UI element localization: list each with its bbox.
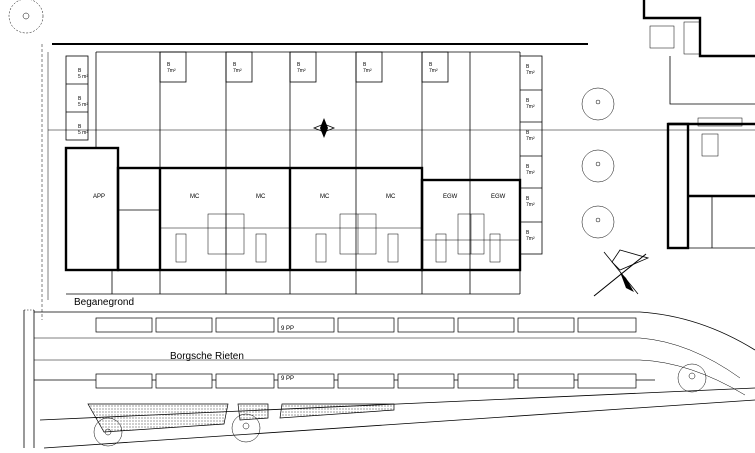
storage-left [65, 55, 89, 141]
storage-right [519, 55, 543, 255]
storage-label: B [233, 62, 237, 68]
storage-label: B [526, 98, 530, 104]
adjacent-building [642, 0, 755, 250]
storage-top [159, 51, 449, 83]
storage-label: B [526, 196, 530, 202]
tree-icon [581, 149, 615, 183]
storage-area: 7m² [526, 236, 535, 242]
parking-count-label: 9 PP [281, 376, 294, 382]
tree-icon [677, 363, 707, 393]
storage-right-labels: B 7m² B 7m² B 7m² B 7m² B 7m² B 7m² [526, 64, 535, 242]
unit-label: EGW [491, 194, 506, 200]
planting-beds [87, 403, 395, 433]
parking-row-top [95, 317, 637, 333]
garden-partitions [66, 51, 521, 295]
unit-label: MC [386, 194, 396, 200]
tree-icon [93, 417, 123, 447]
storage-label: B [78, 68, 82, 74]
parking-row-bottom [95, 373, 637, 389]
street-name: Borgsche Rieten [170, 351, 244, 362]
road [23, 309, 755, 449]
tree-icon [581, 87, 615, 121]
unit-label: APP [93, 194, 105, 200]
storage-area: 7m² [526, 136, 535, 142]
storage-area: 7m² [167, 68, 176, 74]
storage-area: 7m² [429, 68, 438, 74]
floor-label: Beganegrond [74, 297, 134, 308]
storage-area: 7m² [526, 202, 535, 208]
storage-label: B [363, 62, 367, 68]
unit-label: MC [256, 194, 266, 200]
unit-label: EGW [443, 194, 458, 200]
storage-area: 7m² [526, 170, 535, 176]
storage-label: B [167, 62, 171, 68]
parking-count-label: 9 PP [281, 326, 294, 332]
storage-area: 7m² [233, 68, 242, 74]
storage-label: B [526, 130, 530, 136]
unit-label: MC [320, 194, 330, 200]
storage-area: 7m² [297, 68, 306, 74]
compass-icon [312, 118, 336, 138]
storage-label: B [526, 164, 530, 170]
storage-area: 5 m² [78, 74, 88, 80]
storage-area: 7m² [526, 70, 535, 76]
storage-label: B [429, 62, 433, 68]
building-walls [64, 146, 522, 272]
storage-label: B [297, 62, 301, 68]
storage-label: B [78, 124, 82, 130]
unit-label: MC [190, 194, 200, 200]
storage-area: 7m² [526, 104, 535, 110]
north-arrow-icon [593, 249, 650, 297]
stair-cores [175, 213, 501, 263]
storage-label: B [78, 96, 82, 102]
tree-icon [581, 205, 615, 239]
storage-label: B [526, 230, 530, 236]
storage-area: 5 m² [78, 102, 88, 108]
storage-left-labels: B 5 m² B 5 m² B 5 m² [78, 68, 88, 136]
tree-icon [8, 0, 44, 34]
tree-icon [231, 413, 261, 443]
storage-area: 7m² [363, 68, 372, 74]
storage-label: B [526, 64, 530, 70]
storage-top-labels: B 7m² B 7m² B 7m² B 7m² B 7m² [167, 62, 438, 74]
unit-labels: APP MC MC MC MC EGW EGW [93, 194, 506, 200]
storage-area: 5 m² [78, 130, 88, 136]
